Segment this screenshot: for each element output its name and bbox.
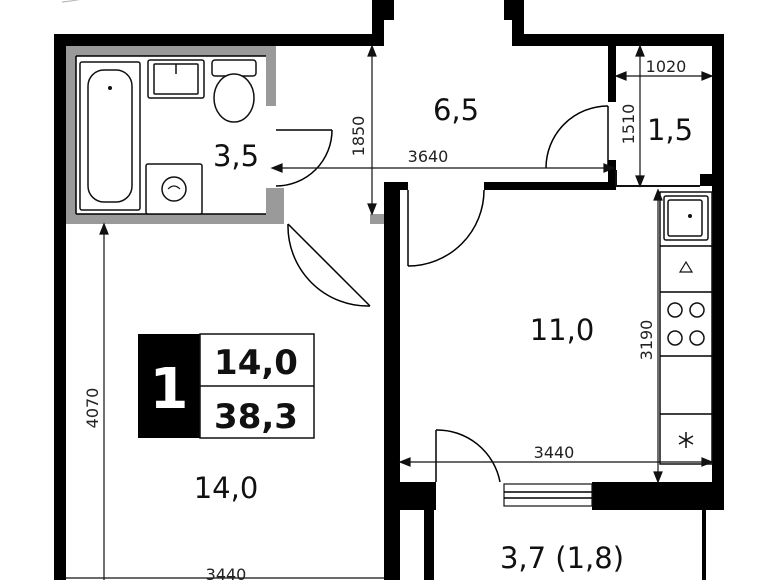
balcony-door-icon bbox=[435, 429, 501, 483]
storage-door-icon bbox=[545, 105, 609, 169]
kitchen-door-icon bbox=[407, 189, 485, 267]
dim-bath-height: 1850 bbox=[349, 116, 368, 157]
walls bbox=[54, 0, 724, 580]
dim-storage-height: 1510 bbox=[619, 104, 638, 145]
room-storage-area: 1,5 bbox=[647, 113, 693, 147]
apartment-badge: 1 14,0 38,3 bbox=[138, 333, 315, 439]
dim-living-width: 3440 bbox=[206, 565, 247, 580]
dimension-lines bbox=[66, 44, 714, 580]
bathroom-door-icon bbox=[275, 129, 333, 187]
washing-machine-icon bbox=[145, 163, 203, 215]
badge-total-area: 38,3 bbox=[214, 397, 298, 437]
room-kitchen-area: 11,0 bbox=[530, 313, 595, 347]
balcony-window-icon bbox=[503, 483, 593, 507]
logo-corner-icon bbox=[61, 0, 80, 3]
stove-icon bbox=[667, 302, 705, 346]
room-living-area: 14,0 bbox=[194, 471, 259, 505]
dim-kitchen-width: 3440 bbox=[534, 443, 575, 462]
dim-hall-width: 3640 bbox=[408, 147, 449, 166]
sink-icon bbox=[147, 59, 205, 99]
toilet-icon bbox=[211, 59, 257, 123]
room-bathroom-area: 3,5 bbox=[213, 139, 259, 173]
badge-room-count: 1 bbox=[150, 357, 189, 422]
dim-living-height: 4070 bbox=[83, 388, 102, 429]
dim-storage-width: 1020 bbox=[646, 57, 687, 76]
kitchen-sink-icon bbox=[663, 195, 709, 241]
fridge-icon bbox=[678, 432, 694, 448]
room-balcony-area: 3,7 (1,8) bbox=[500, 541, 624, 575]
dishwasher-icon bbox=[678, 260, 694, 273]
dim-kitchen-height: 3190 bbox=[637, 320, 656, 361]
room-hall-area: 6,5 bbox=[433, 93, 479, 127]
badge-living-area: 14,0 bbox=[214, 343, 298, 383]
bathtub-icon bbox=[79, 61, 141, 211]
living-door-icon bbox=[287, 223, 371, 307]
bathroom-walls bbox=[66, 46, 384, 224]
